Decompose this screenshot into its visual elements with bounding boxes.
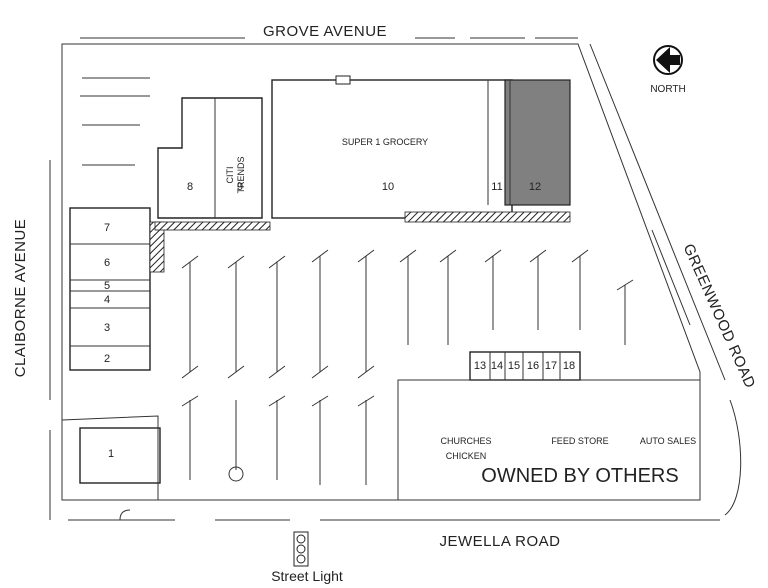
outparcel-1	[61, 415, 161, 500]
unit-5: 5	[104, 280, 110, 292]
unit-13: 13	[474, 360, 486, 372]
street-light-label: Street Light	[271, 568, 343, 584]
unit-16: 16	[527, 360, 539, 372]
anchor-name: SUPER 1 GROCERY	[342, 137, 428, 147]
citi-trends-line2: TRENDS	[236, 156, 246, 193]
road-label-north: GROVE AVENUE	[263, 23, 387, 40]
unit-4: 4	[104, 294, 110, 306]
north-arrow-icon	[653, 45, 683, 75]
unit-17: 17	[545, 360, 557, 372]
unit-11: 11	[491, 181, 502, 193]
parking-rows	[80, 77, 634, 485]
unit-8: 8	[187, 181, 193, 193]
unit-18: 18	[563, 360, 575, 372]
churches-chicken-line1: CHURCHES	[440, 436, 491, 446]
unit-15: 15	[508, 360, 520, 372]
unit-3: 3	[104, 322, 110, 334]
auto-sales-label: AUTO SALES	[640, 436, 696, 446]
others-parcel	[397, 379, 701, 501]
road-label-south: JEWELLA ROAD	[439, 533, 560, 550]
curb-lines	[49, 37, 742, 521]
feed-store-label: FEED STORE	[551, 436, 608, 446]
grocery-building	[154, 75, 571, 231]
unit-2: 2	[104, 353, 110, 365]
traffic-light-icon	[293, 531, 309, 567]
unit-12: 12	[529, 181, 541, 193]
north-label: NORTH	[650, 84, 685, 95]
unit-1: 1	[108, 448, 114, 460]
shops-13-18	[469, 351, 581, 381]
unit-7: 7	[104, 222, 110, 234]
units-8-9	[157, 97, 263, 219]
churches-chicken-line2: CHICKEN	[446, 451, 487, 461]
unit-6: 6	[104, 257, 110, 269]
owned-by-others-label: OWNED BY OTHERS	[481, 465, 678, 487]
unit-10: 10	[382, 181, 394, 193]
unit-14: 14	[491, 360, 503, 372]
road-label-east: GREENWOOD ROAD	[680, 241, 759, 391]
road-label-west: CLAIBORNE AVENUE	[12, 219, 29, 378]
citi-trends-line1: CITI	[225, 167, 235, 184]
left-strip	[69, 207, 165, 371]
unit-9: 9	[237, 181, 243, 193]
